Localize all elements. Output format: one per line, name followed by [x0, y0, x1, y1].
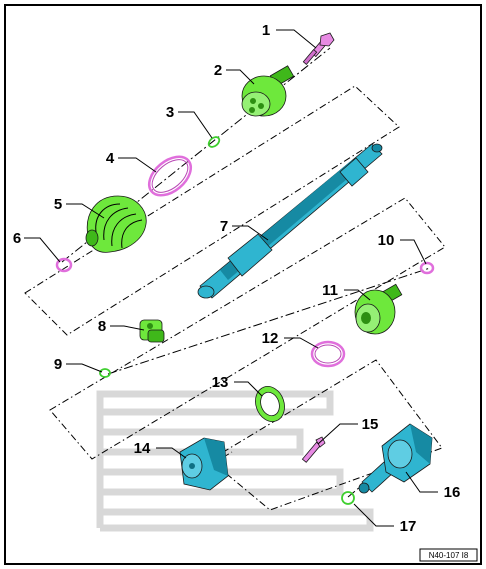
leader-lines — [24, 29, 438, 527]
callout-4: 4 — [106, 150, 115, 167]
diagram-frame — [4, 4, 482, 565]
reference-code-label: N40-107 I8 — [429, 551, 469, 560]
callout-13: 13 — [212, 374, 229, 391]
callout-15: 15 — [362, 416, 379, 433]
drive-shaft-icon — [197, 143, 383, 299]
callout-6: 6 — [13, 230, 21, 247]
inner-joint-group-outline — [49, 197, 446, 460]
circlip-icon — [99, 368, 111, 378]
clamp-large-icon — [310, 340, 346, 368]
callout-10: 10 — [378, 232, 395, 249]
callout-17: 17 — [400, 518, 417, 535]
intermediate-shaft-icon — [358, 423, 433, 494]
boot-ring-icon — [255, 386, 285, 422]
damper-weight-icon — [139, 319, 165, 343]
callout-9: 9 — [54, 356, 62, 373]
assembly-outlines — [24, 85, 446, 511]
callout-14: 14 — [134, 440, 151, 457]
reference-code: N40-107 I8 — [419, 548, 478, 562]
cv-joint-outer-icon — [241, 65, 295, 117]
intermediate-shaft-group-outline — [209, 359, 443, 511]
callout-8: 8 — [98, 318, 106, 335]
tripod-housing-icon — [179, 437, 229, 491]
callout-12: 12 — [262, 330, 279, 347]
callout-2: 2 — [214, 62, 222, 79]
callout-3: 3 — [166, 104, 174, 121]
callout-labels: 1 2 3 4 5 6 7 8 9 10 11 12 13 14 15 16 1… — [13, 22, 461, 535]
clamp-small-icon — [419, 261, 435, 275]
callout-16: 16 — [444, 484, 461, 501]
callout-5: 5 — [54, 196, 62, 213]
clamp-small-icon — [55, 257, 73, 273]
callout-1: 1 — [262, 22, 270, 39]
boot-outer-icon — [85, 195, 147, 253]
clamp-large-icon — [147, 155, 193, 197]
brand-watermark — [96, 390, 374, 532]
callout-11: 11 — [322, 282, 338, 299]
cv-joint-inner-icon — [354, 283, 403, 335]
circlip-icon — [341, 491, 355, 505]
bolt-icon — [302, 32, 335, 65]
callout-7: 7 — [220, 218, 228, 235]
outer-joint-group-outline — [24, 85, 400, 336]
circlip-icon — [207, 136, 221, 148]
